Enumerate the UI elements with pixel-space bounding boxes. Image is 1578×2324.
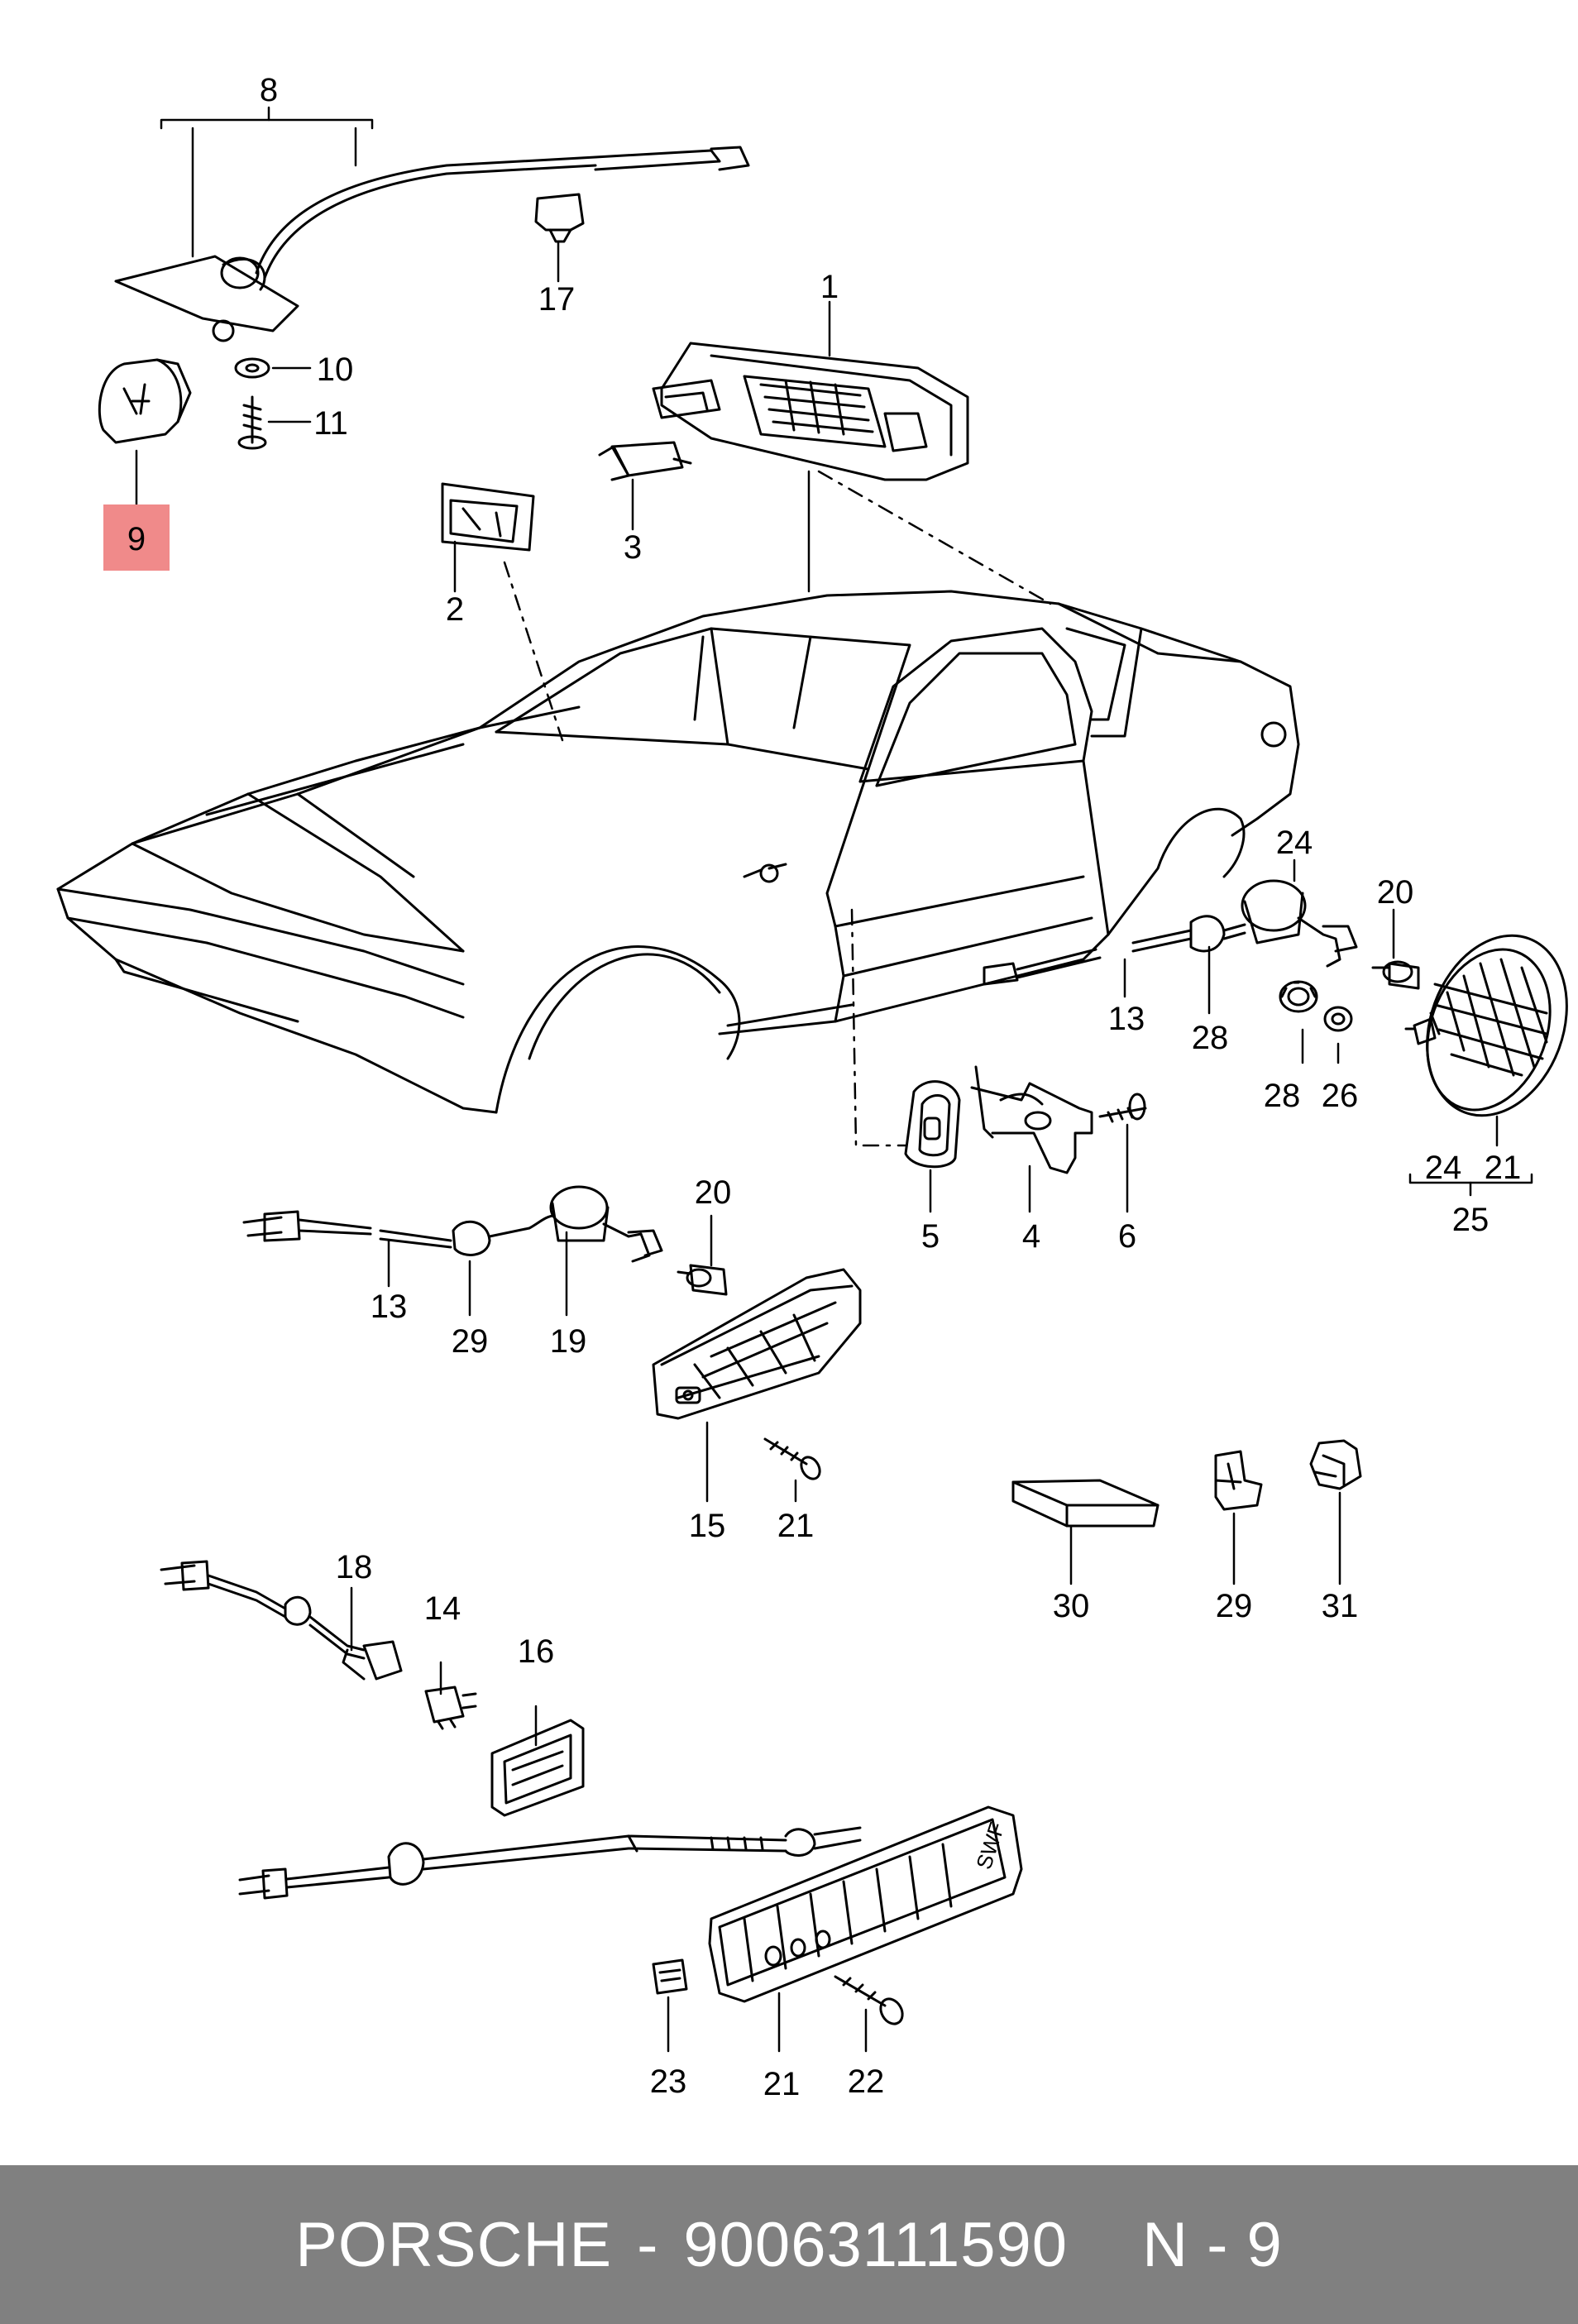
reflector-lens-part — [1404, 934, 1568, 1117]
screw-part-21 — [763, 1437, 821, 1480]
lamp-socket-plate-part — [114, 146, 750, 342]
marker-harness-right — [983, 879, 1358, 986]
callout-5: 5 — [921, 1218, 940, 1255]
callout-11: 11 — [313, 405, 348, 442]
bulb-part-middle — [677, 1264, 728, 1296]
marker-harness-middle — [242, 1185, 663, 1263]
washer-part-25 — [1323, 1006, 1353, 1032]
harness-part-17 — [160, 1560, 403, 1681]
part-number: 90063111590 — [683, 2209, 1069, 2280]
callout-24b: 24 — [1425, 1150, 1462, 1186]
callout-20b: 20 — [695, 1174, 732, 1211]
clip-part-29 — [1214, 1450, 1263, 1511]
callout-21b: 21 — [777, 1508, 815, 1544]
callout-26: 25 — [1452, 1202, 1490, 1238]
bulb-part — [98, 358, 192, 444]
callout-29: 29 — [1216, 1588, 1253, 1624]
callout-28b: 29 — [452, 1323, 489, 1360]
washer-part — [234, 357, 270, 379]
callout-8: 8 — [260, 72, 278, 108]
callout-30: 30 — [1053, 1588, 1090, 1624]
callout-18: 21 — [763, 2066, 801, 2102]
highlight-box — [103, 504, 170, 571]
side-repeater-lamp-part — [708, 1805, 1023, 2003]
side-lens-part — [441, 482, 535, 552]
callout-20: 20 — [1377, 874, 1414, 911]
callout-31: 31 — [1322, 1588, 1359, 1624]
side-marker-light-part — [652, 1268, 862, 1420]
callout-6: 6 — [1118, 1218, 1136, 1255]
callout-24: 24 — [1276, 825, 1313, 861]
callout-10: 10 — [317, 351, 354, 388]
grommet-part — [904, 1080, 961, 1169]
callout-1: 1 — [820, 269, 839, 305]
screw-part-6 — [1098, 1093, 1147, 1123]
position-label: N - 9 — [1142, 2209, 1283, 2280]
retainer-clip-part — [534, 193, 585, 243]
callout-28: 28 — [1192, 1020, 1229, 1056]
callout-21: 21 — [1485, 1150, 1522, 1186]
callout-13b: 13 — [371, 1289, 408, 1325]
callout-19: 19 — [550, 1323, 587, 1360]
bulb-part-right — [1371, 960, 1420, 990]
tail-lamp-housing-part — [652, 342, 969, 481]
callout-17: 18 — [336, 1549, 373, 1585]
clip-part-31 — [1309, 1439, 1362, 1490]
connector-part-14 — [424, 1686, 477, 1730]
lens-part-16 — [490, 1719, 585, 1817]
leader-lines — [135, 106, 1533, 2053]
callout-15: 15 — [689, 1508, 726, 1544]
clip-part-23 — [652, 1958, 688, 1995]
emblem-label: SWF — [971, 1820, 1009, 1872]
callout-22: 22 — [848, 2063, 885, 2100]
footer-bar: PORSCHE - 90063111590 N - 9 — [0, 2165, 1578, 2324]
callout-27: 28 — [1264, 1078, 1301, 1114]
callout-13: 13 — [1108, 1001, 1145, 1037]
callout-9: 9 — [127, 521, 146, 557]
cable-part-18 — [238, 1826, 862, 1900]
door-latch-part — [970, 1065, 1093, 1174]
callout-3: 3 — [624, 529, 642, 566]
callout-14: 14 — [424, 1590, 461, 1627]
callout-2: 2 — [446, 591, 464, 628]
socket-part-27 — [1279, 980, 1318, 1013]
brand-label: PORSCHE — [295, 2209, 613, 2280]
car-body-drawing — [56, 590, 1300, 1114]
strip-part-30 — [1011, 1479, 1160, 1528]
callout-23: 23 — [650, 2063, 687, 2100]
callout-16: 16 — [518, 1633, 555, 1670]
separator: - — [637, 2209, 659, 2280]
bulb-capsule-part — [598, 441, 692, 481]
screw-part-22 — [834, 1975, 904, 2025]
callout-12: 17 — [538, 281, 576, 318]
callout-4: 4 — [1022, 1218, 1040, 1255]
screw-part — [237, 395, 267, 450]
callout-labels: 8 17 1 10 11 9 3 2 24 20 13 28 28 26 24 … — [127, 72, 1521, 2102]
callout-25: 26 — [1322, 1078, 1359, 1114]
